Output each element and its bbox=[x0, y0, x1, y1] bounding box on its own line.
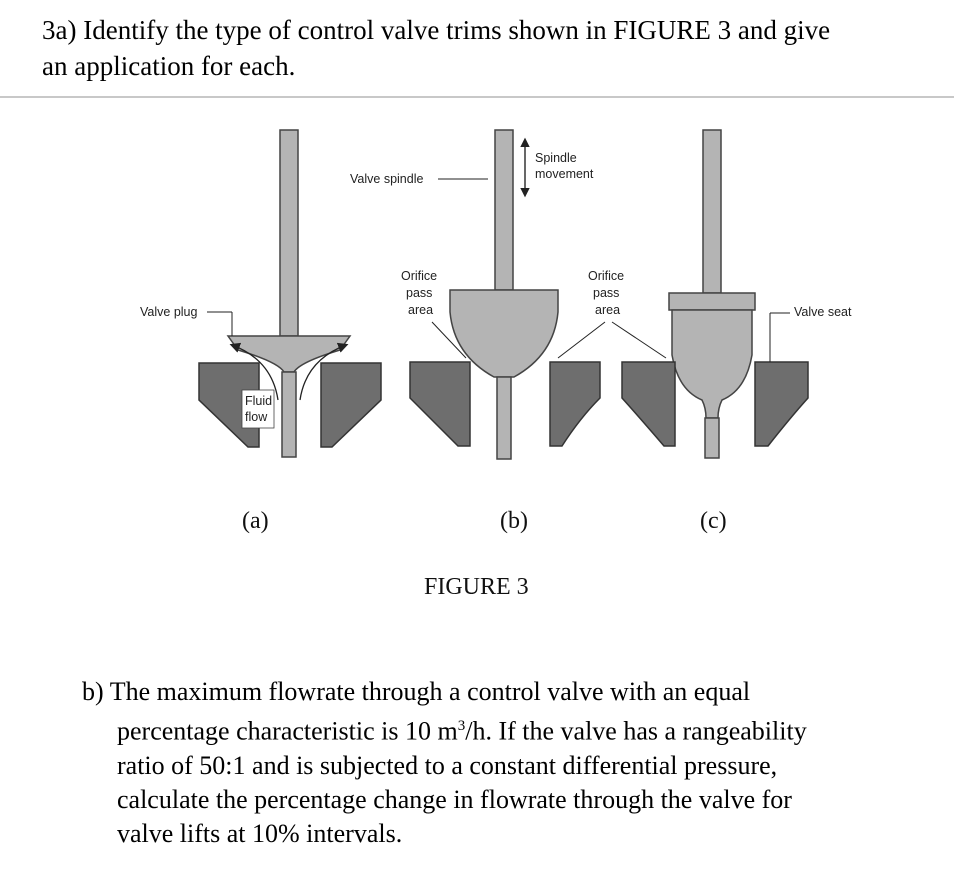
trim-c bbox=[611, 129, 809, 459]
orifice-b-label-2: pass bbox=[593, 286, 619, 300]
divider bbox=[0, 96, 954, 98]
orifice-a-label-2: pass bbox=[406, 286, 432, 300]
spindle-b bbox=[494, 129, 514, 291]
trim-a bbox=[198, 129, 382, 458]
orifice-b-label-1: Orifice bbox=[588, 269, 624, 283]
seat-right-a bbox=[320, 362, 382, 448]
spindle-c bbox=[702, 129, 722, 294]
valve-spindle-label: Valve spindle bbox=[350, 172, 423, 186]
question-b-line-2: percentage characteristic is 10 m3/h. If… bbox=[82, 709, 922, 749]
spindle-movement-label-1: Spindle bbox=[535, 151, 577, 165]
sub-caption-c: (c) bbox=[700, 508, 727, 534]
sub-caption-b: (b) bbox=[500, 508, 528, 534]
plug-b bbox=[449, 289, 559, 378]
fluid-flow-label-1: Fluid bbox=[245, 394, 272, 408]
question-b-line-3: ratio of 50:1 and is subjected to a cons… bbox=[117, 750, 778, 780]
spindle-movement-label-2: movement bbox=[535, 167, 594, 181]
seat-left-c bbox=[621, 361, 676, 447]
question-b-line-5: valve lifts at 10% intervals. bbox=[117, 818, 403, 848]
orifice-b-label-3: area bbox=[595, 303, 620, 317]
figure-caption: FIGURE 3 bbox=[424, 574, 529, 600]
seat-right-b bbox=[549, 361, 601, 447]
orifice-a-label-1: Orifice bbox=[401, 269, 437, 283]
fluid-flow-label-2: flow bbox=[245, 410, 268, 424]
superscript-3: 3 bbox=[457, 718, 466, 734]
lower-stem-c bbox=[704, 417, 720, 459]
lower-stem-a bbox=[281, 371, 297, 458]
question-b-line-1: b) The maximum flowrate through a contro… bbox=[82, 677, 751, 706]
trim-b bbox=[409, 129, 606, 460]
spindle-a bbox=[279, 129, 299, 337]
seat-right-c bbox=[754, 361, 809, 447]
question-b-line-2-text: percentage characteristic is 10 m bbox=[117, 716, 458, 746]
lower-stem-b bbox=[496, 376, 512, 460]
question-b-text: b) The maximum flowrate through a contro… bbox=[82, 675, 922, 851]
question-b-line-4: calculate the percentage change in flowr… bbox=[117, 784, 792, 814]
plug-top-c bbox=[668, 292, 756, 311]
question-a-line-2: an application for each. bbox=[42, 51, 296, 81]
question-a-line-1: 3a) Identify the type of control valve t… bbox=[42, 15, 831, 45]
valve-plug-label: Valve plug bbox=[140, 305, 197, 319]
sub-caption-a: (a) bbox=[242, 508, 269, 534]
seat-left-b bbox=[409, 361, 471, 447]
valve-trim-figure: Valve spindle Spindle movement Orifice p… bbox=[140, 129, 852, 460]
plug-c bbox=[671, 309, 753, 419]
orifice-a-label-3: area bbox=[408, 303, 433, 317]
valve-seat-label: Valve seat bbox=[794, 305, 852, 319]
question-a-text: 3a) Identify the type of control valve t… bbox=[42, 12, 942, 84]
question-b-line-2-end: /h. If the valve has a rangeability bbox=[465, 716, 807, 746]
